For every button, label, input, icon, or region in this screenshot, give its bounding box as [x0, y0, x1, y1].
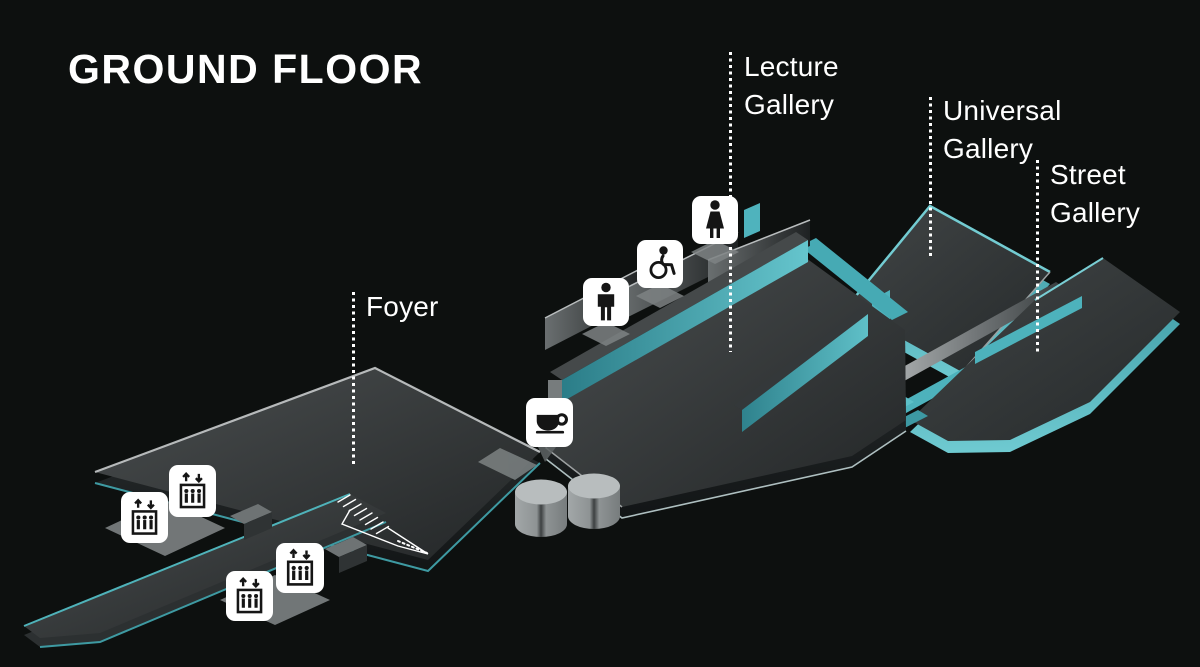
- elevator-icon: [226, 571, 273, 621]
- lecture-gallery-right-wall: [800, 238, 908, 320]
- elevator-icon: [121, 492, 168, 543]
- lecture-gallery-leader-line: [729, 52, 732, 352]
- street-gallery-floor: [910, 257, 1180, 453]
- lecture-gallery-mid-wall: [734, 309, 868, 432]
- womens-restroom-icon: [692, 196, 738, 244]
- lecture-gallery-floor: [545, 258, 907, 519]
- pillar: [568, 473, 620, 529]
- pillar: [515, 479, 567, 537]
- label-universal-gallery: Universal Gallery: [943, 95, 1062, 164]
- mens-restroom-icon: [583, 278, 629, 326]
- stairs-icon: [337, 494, 429, 555]
- elevator-shafts: [230, 504, 367, 573]
- elevator-icon: [169, 465, 216, 517]
- cafe-icon: [526, 398, 573, 447]
- accessible-restroom-icon: [637, 240, 683, 288]
- elevator-icon: [276, 543, 324, 593]
- street-gallery-leader-line: [1036, 160, 1039, 353]
- label-lecture-gallery: Lecture Gallery: [744, 51, 839, 120]
- lecture-gallery-long-wall: [548, 232, 808, 402]
- universal-gallery-leader-line: [929, 97, 932, 259]
- page-title: GROUND FLOOR: [68, 46, 424, 92]
- foyer-leader-line: [352, 292, 355, 465]
- label-foyer: Foyer: [366, 291, 439, 322]
- foyer-floor: [94, 366, 541, 573]
- street-gallery-wall: [975, 296, 1082, 364]
- label-street-gallery: Street Gallery: [1050, 159, 1141, 228]
